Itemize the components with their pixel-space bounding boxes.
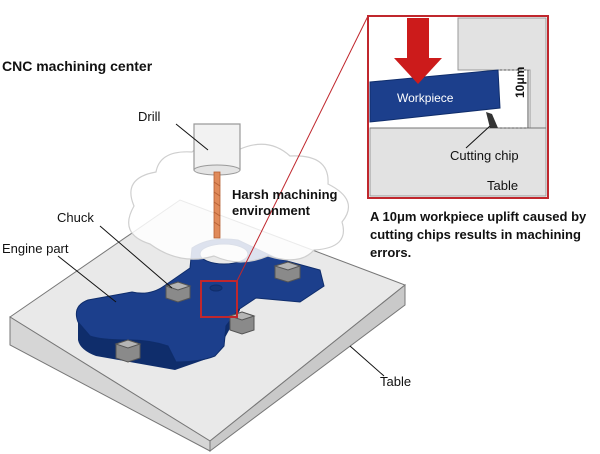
inset-dimension-label: 10μm xyxy=(513,67,527,98)
leader-lines xyxy=(57,123,385,377)
harsh-environment-cloud xyxy=(128,142,350,263)
chuck-block xyxy=(164,281,192,303)
inset-workpiece-label: Workpiece xyxy=(397,91,454,105)
chuck-block xyxy=(228,311,256,335)
harsh-environment-label: Harsh machining environment xyxy=(232,187,338,218)
chuck-block xyxy=(273,261,302,283)
focus-box xyxy=(200,280,238,318)
table-label: Table xyxy=(380,374,412,389)
chuck-block xyxy=(114,339,142,363)
inset-table-label: Table xyxy=(487,178,518,193)
drill-label: Drill xyxy=(138,109,161,124)
diagram-title: CNC machining center xyxy=(2,58,153,74)
caption: A 10μm workpiece uplift caused by cuttin… xyxy=(370,209,587,260)
drill xyxy=(193,123,241,239)
zoom-connector xyxy=(236,15,369,282)
inset-cutting-chip-label: Cutting chip xyxy=(450,148,519,163)
chuck-label: Chuck xyxy=(57,210,94,225)
inset-panel xyxy=(367,15,549,199)
engine-part-label: Engine part xyxy=(2,241,69,256)
